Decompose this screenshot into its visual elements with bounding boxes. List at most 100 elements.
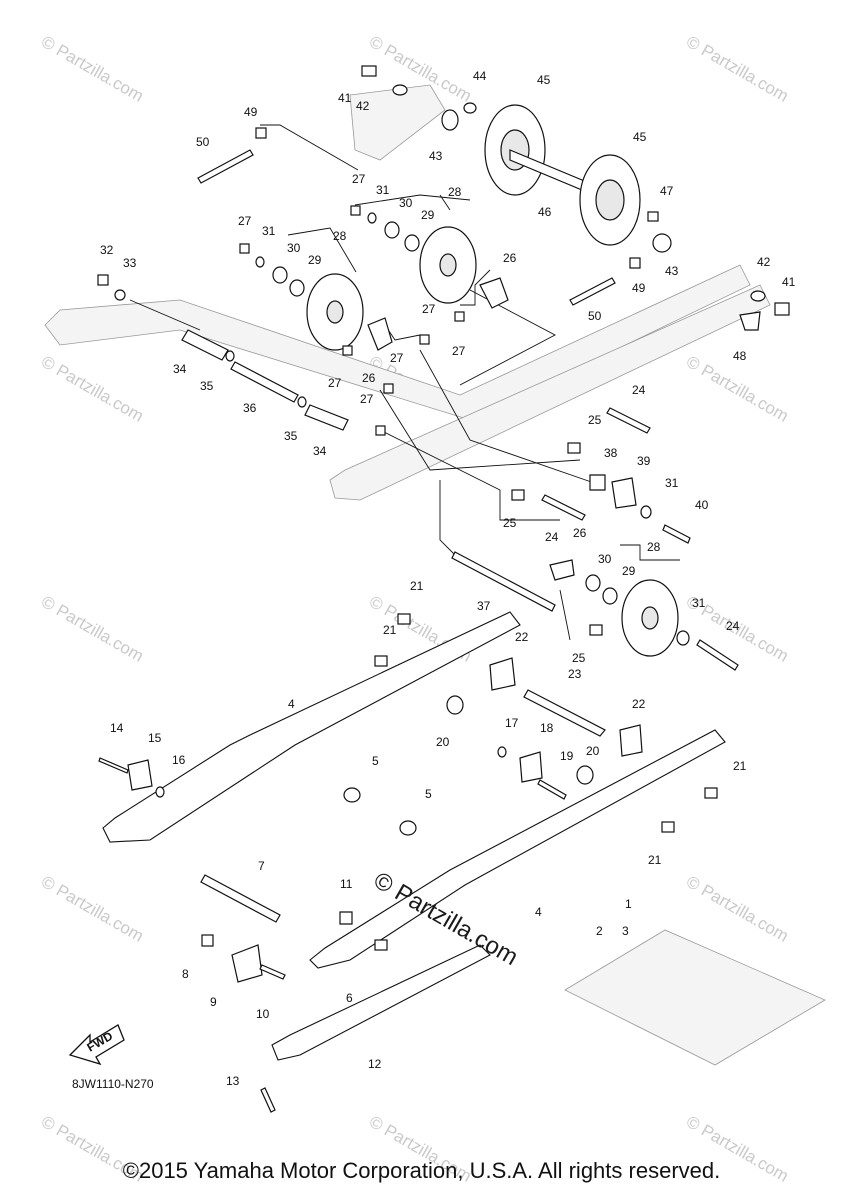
callout-label: 5 [425, 787, 432, 801]
callout-label: 44 [473, 69, 487, 83]
callout-label: 31 [692, 596, 706, 610]
callout-label: 6 [346, 991, 353, 1005]
callout-label: 27 [328, 376, 342, 390]
callout-label: 18 [540, 721, 554, 735]
callout-label: 50 [196, 135, 210, 149]
callout-label: 3 [622, 924, 629, 938]
callout-label: 46 [538, 205, 552, 219]
callout-label: 29 [622, 564, 636, 578]
watermark: © Partzilla.com [38, 32, 147, 106]
callout-label: 27 [422, 302, 436, 316]
upper-rail-assembly [44, 84, 771, 501]
callout-label: 49 [244, 105, 258, 119]
callout-label: 41 [782, 275, 796, 289]
callout-label: 37 [477, 599, 491, 613]
callout-label: 17 [505, 716, 519, 730]
callout-label: 35 [200, 379, 214, 393]
callout-label: 16 [172, 753, 186, 767]
upper-parts [97, 65, 790, 671]
callout-label: 28 [333, 229, 347, 243]
callout-label: 20 [586, 744, 600, 758]
callout-label: 49 [632, 281, 646, 295]
diagram-code: 8JW1110-N270 [72, 1077, 154, 1091]
callout-label: 41 [338, 91, 352, 105]
callout-label: 45 [537, 73, 551, 87]
callout-label: 25 [503, 516, 517, 530]
callout-label: 43 [665, 264, 679, 278]
callout-label: 7 [258, 859, 265, 873]
callout-label: 27 [360, 392, 374, 406]
callout-label: 30 [399, 196, 413, 210]
callout-label: 23 [568, 667, 582, 681]
callout-label: 29 [308, 253, 322, 267]
callouts: 1 2 3 4 4 5 5 6 7 8 9 10 11 12 13 14 15 … [100, 69, 796, 1088]
callout-label: 28 [647, 540, 661, 554]
callout-label: 20 [436, 735, 450, 749]
callout-label: 43 [429, 149, 443, 163]
callout-label: 21 [383, 623, 397, 637]
callout-label: 30 [598, 552, 612, 566]
callout-label: 29 [421, 208, 435, 222]
callout-label: 39 [637, 454, 651, 468]
callout-label: 42 [757, 255, 771, 269]
callout-label: 31 [262, 224, 276, 238]
callout-label: 15 [148, 731, 162, 745]
callout-label: 27 [452, 344, 466, 358]
callout-label: 36 [243, 401, 257, 415]
lower-rail-assembly [98, 611, 826, 1113]
callout-label: 8 [182, 967, 189, 981]
callout-label: 13 [226, 1074, 240, 1088]
callout-label: 24 [726, 619, 740, 633]
callout-label: 14 [110, 721, 124, 735]
callout-label: 2 [596, 924, 603, 938]
callout-label: 12 [368, 1057, 382, 1071]
callout-label: 31 [665, 476, 679, 490]
callout-label: 34 [313, 444, 327, 458]
callout-label: 31 [376, 183, 390, 197]
watermark: © Partzilla.com [38, 592, 147, 666]
callout-label: 22 [632, 697, 646, 711]
callout-label: 50 [588, 309, 602, 323]
callout-label: 45 [633, 130, 647, 144]
watermark: © Partzilla.com [683, 872, 792, 946]
callout-label: 1 [625, 897, 632, 911]
callout-label: 33 [123, 256, 137, 270]
callout-label: 21 [648, 853, 662, 867]
callout-label: 21 [733, 759, 747, 773]
callout-label: 28 [448, 185, 462, 199]
callout-label: 22 [515, 630, 529, 644]
callout-label: 5 [372, 754, 379, 768]
callout-label: 34 [173, 362, 187, 376]
callout-label: 4 [535, 905, 542, 919]
callout-label: 24 [545, 530, 559, 544]
callout-label: 26 [503, 251, 517, 265]
watermark: © Partzilla.com [38, 352, 147, 426]
callout-label: 11 [340, 877, 353, 891]
callout-label: 24 [632, 383, 646, 397]
callout-label: 9 [210, 995, 217, 1009]
callout-label: 30 [287, 241, 301, 255]
callout-label: 32 [100, 243, 114, 257]
leader-lines [129, 124, 680, 641]
callout-label: 47 [660, 184, 674, 198]
callout-label: 25 [572, 651, 586, 665]
callout-label: 4 [288, 697, 295, 711]
fwd-arrow-icon: FWD [68, 1024, 125, 1066]
callout-label: 26 [573, 526, 587, 540]
callout-label: 42 [356, 99, 370, 113]
callout-label: 38 [604, 446, 618, 460]
callout-label: 27 [238, 214, 252, 228]
callout-label: 40 [695, 498, 709, 512]
callout-label: 25 [588, 413, 602, 427]
callout-label: 26 [362, 371, 376, 385]
callout-label: 27 [390, 351, 404, 365]
callout-label: 10 [256, 1007, 270, 1021]
callout-label: 48 [733, 349, 747, 363]
watermark: © Partzilla.com [683, 32, 792, 106]
copyright-notice: ©2015 Yamaha Motor Corporation, U.S.A. A… [122, 1158, 721, 1183]
watermark: © Partzilla.com [683, 352, 792, 426]
callout-label: 21 [410, 579, 424, 593]
callout-label: 35 [284, 429, 298, 443]
callout-label: 19 [560, 749, 574, 763]
